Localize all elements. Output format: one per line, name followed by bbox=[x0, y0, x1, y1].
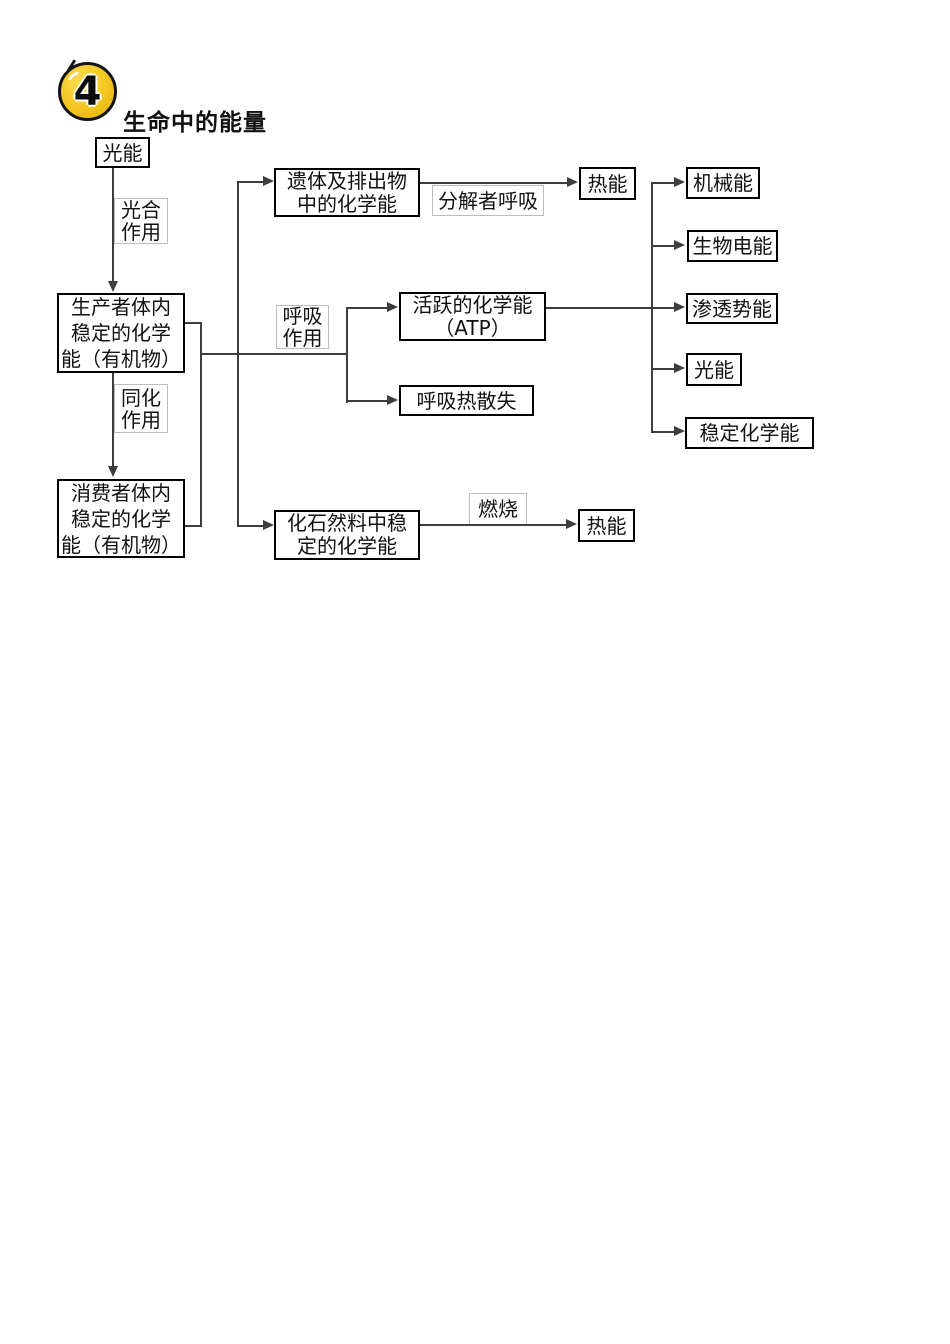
connector-bracket-vertical bbox=[200, 322, 202, 527]
arrowhead-into-heat-bottom bbox=[566, 519, 577, 529]
connector-to-stable-chemical bbox=[653, 431, 675, 433]
node-osmotic-potential-energy: 渗透势能 bbox=[686, 293, 778, 324]
node-light-energy-top: 光能 bbox=[95, 137, 150, 168]
edge-label-assimilation: 同化 作用 bbox=[114, 384, 168, 433]
connector-energy-column bbox=[651, 182, 653, 433]
connector-to-fossil bbox=[239, 525, 264, 527]
connector-to-mechanical bbox=[653, 182, 675, 184]
node-fossil-fuel-chemical-energy: 化石然料中稳 定的化学能 bbox=[274, 510, 420, 560]
arrowhead-into-consumer bbox=[108, 466, 118, 477]
connector-to-bioelectric bbox=[653, 245, 675, 247]
arrowhead-into-remains bbox=[263, 176, 274, 186]
connector-main-trunk bbox=[200, 353, 348, 355]
node-stable-chemical-energy: 稳定化学能 bbox=[685, 417, 814, 449]
arrowhead-into-heat-top bbox=[567, 177, 578, 187]
arrowhead-into-fossil bbox=[263, 520, 274, 530]
page-title: 生命中的能量 bbox=[123, 110, 267, 136]
node-mechanical-energy: 机械能 bbox=[686, 167, 760, 199]
arrowhead-into-stable-chemical bbox=[674, 426, 685, 436]
edge-label-combustion: 燃烧 bbox=[469, 493, 527, 525]
node-heat-energy-top: 热能 bbox=[579, 167, 636, 200]
arrowhead-into-bioelectric bbox=[674, 240, 685, 250]
connector-respiration-fork bbox=[346, 307, 348, 403]
arrowhead-into-mechanical bbox=[674, 177, 685, 187]
edge-label-photosynthesis: 光合 作用 bbox=[114, 198, 168, 244]
node-respiratory-heat-loss: 呼吸热散失 bbox=[399, 385, 534, 416]
connector-to-light-right bbox=[653, 368, 675, 370]
connector-light-to-producer bbox=[112, 168, 114, 282]
node-producer-chemical-energy: 生产者体内 稳定的化学 能（有机物） bbox=[57, 293, 185, 373]
connector-to-resp-heat-loss bbox=[348, 400, 388, 402]
connector-producer-to-bracket bbox=[185, 322, 202, 324]
node-heat-energy-bottom: 热能 bbox=[578, 509, 635, 542]
arrowhead-into-producer bbox=[108, 281, 118, 292]
connector-to-osmotic bbox=[653, 307, 675, 309]
edge-label-respiration: 呼吸 作用 bbox=[276, 305, 329, 349]
connector-fossil-to-heat bbox=[420, 524, 567, 526]
edge-label-decomposer-respiration: 分解者呼吸 bbox=[432, 185, 544, 216]
node-bioelectric-energy: 生物电能 bbox=[687, 230, 778, 262]
node-active-chemical-energy-atp: 活跃的化学能 （ATP） bbox=[399, 292, 546, 341]
section-number-badge: 4 bbox=[58, 62, 117, 121]
arrowhead-into-light-right bbox=[674, 363, 685, 373]
arrowhead-into-osmotic bbox=[674, 302, 685, 312]
connector-producer-to-consumer bbox=[112, 373, 114, 467]
node-consumer-chemical-energy: 消费者体内 稳定的化学 能（有机物） bbox=[57, 479, 185, 558]
badge-number: 4 bbox=[73, 68, 102, 115]
connector-branch-spine bbox=[237, 181, 239, 527]
node-light-energy-right: 光能 bbox=[686, 353, 742, 386]
arrowhead-into-resp-heat-loss bbox=[387, 395, 398, 405]
node-remains-chemical-energy: 遗体及排出物 中的化学能 bbox=[274, 168, 420, 217]
connector-remains-to-heat bbox=[420, 182, 568, 184]
connector-consumer-to-bracket bbox=[185, 525, 202, 527]
connector-to-remains bbox=[239, 181, 264, 183]
connector-to-atp bbox=[348, 307, 388, 309]
connector-atp-to-column bbox=[546, 307, 652, 309]
arrowhead-into-atp bbox=[387, 302, 398, 312]
